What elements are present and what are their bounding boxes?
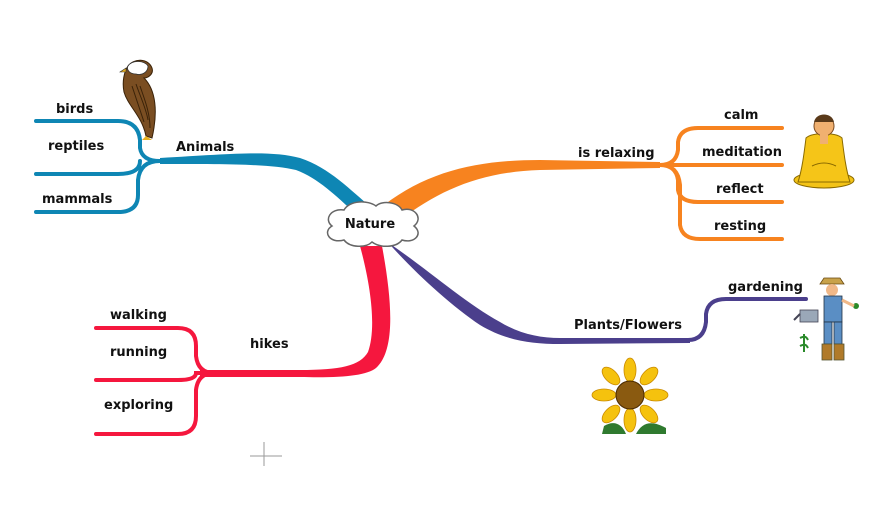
node-birds[interactable]: birds [56, 102, 94, 117]
node-gardening[interactable]: gardening [728, 280, 803, 295]
gardener-icon [793, 277, 859, 361]
branch-animals [34, 119, 372, 214]
node-meditation[interactable]: meditation [702, 145, 782, 160]
branch-plants-main [372, 232, 690, 344]
branch-animals-sub [34, 119, 162, 214]
sunflower-icon [591, 357, 669, 434]
node-calm[interactable]: calm [724, 108, 759, 123]
central-cloud[interactable] [326, 201, 419, 247]
branch-label-animals[interactable]: Animals [176, 140, 235, 155]
central-topic-label[interactable]: Nature [344, 217, 396, 232]
branch-relaxing-main [384, 160, 660, 220]
branch-animals-main [160, 153, 372, 214]
branch-plants [372, 232, 808, 344]
branch-hikes-sub [94, 326, 216, 436]
branch-label-plants[interactable]: Plants/Flowers [574, 318, 682, 333]
buddha-icon [793, 114, 855, 189]
node-reflect[interactable]: reflect [716, 182, 764, 197]
branch-plants-sub [686, 297, 808, 342]
branch-label-relaxing[interactable]: is relaxing [578, 146, 655, 161]
node-mammals[interactable]: mammals [42, 192, 113, 207]
node-exploring[interactable]: exploring [104, 398, 174, 413]
crosshair-mark [250, 442, 282, 466]
branch-hikes [94, 246, 391, 436]
branch-relaxing-sub [658, 126, 784, 241]
node-resting[interactable]: resting [714, 219, 767, 234]
branch-hikes-main [200, 246, 391, 378]
eagle-icon [119, 59, 156, 140]
node-walking[interactable]: walking [110, 308, 167, 323]
branch-label-hikes[interactable]: hikes [250, 337, 289, 352]
node-running[interactable]: running [110, 345, 168, 360]
node-reptiles[interactable]: reptiles [48, 139, 105, 154]
branch-relaxing [384, 126, 784, 241]
